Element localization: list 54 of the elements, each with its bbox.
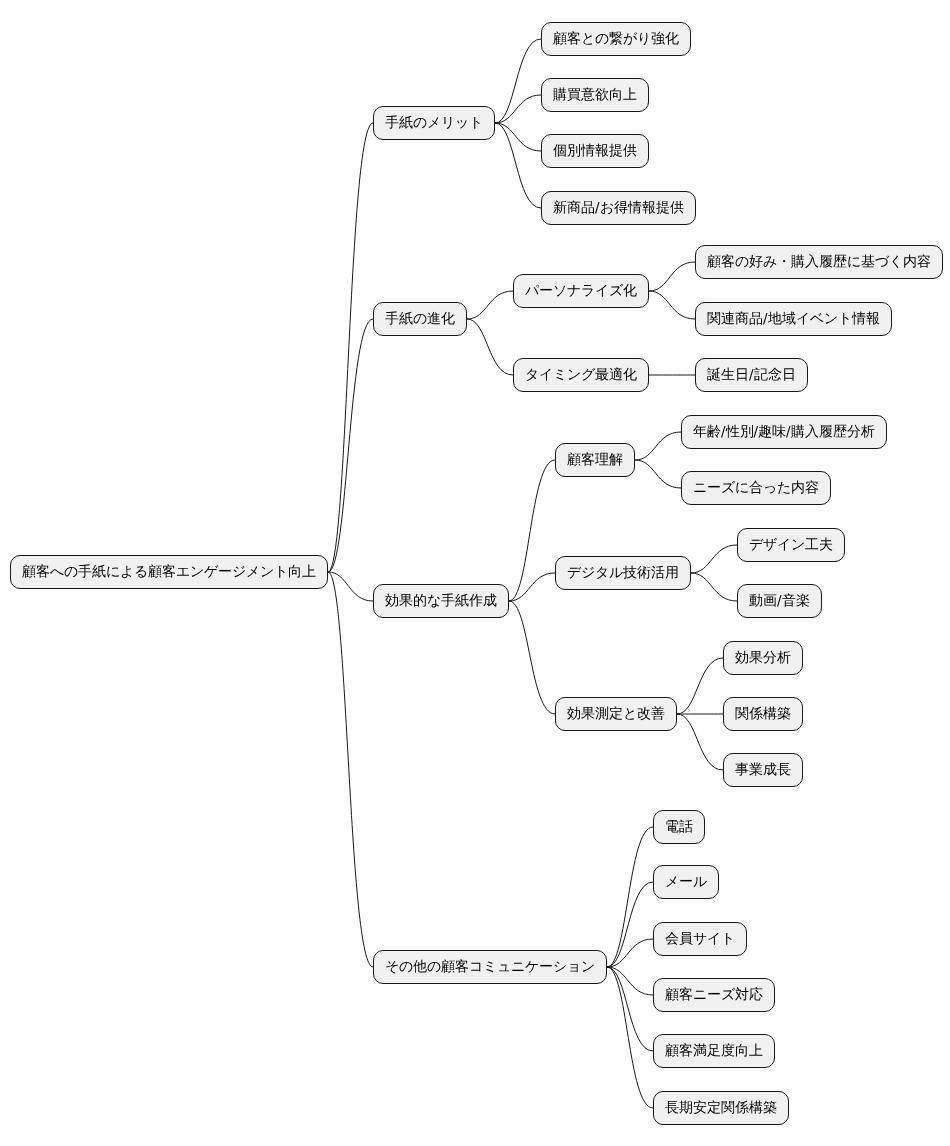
connector-line	[606, 826, 654, 968]
topic-box: 効果分析	[723, 641, 803, 675]
topic-box: 効果的な手紙作成	[373, 584, 509, 618]
connector-line	[494, 94, 542, 124]
topic-box: 年齢/性別/趣味/購入履歴分析	[681, 415, 887, 449]
topic-box: 新商品/お得情報提供	[541, 191, 696, 225]
connector-line	[327, 571, 374, 968]
topic-box: 長期安定関係構築	[653, 1091, 789, 1125]
connector-line	[466, 290, 514, 320]
connector-line	[494, 122, 542, 152]
connector-line	[634, 431, 682, 461]
connector-line	[606, 966, 654, 996]
topic-box: 関連商品/地域イベント情報	[695, 302, 892, 336]
topic-box: ニーズに合った内容	[681, 471, 831, 505]
connector-line	[466, 318, 514, 376]
topic-box: その他の顧客コミュニケーション	[373, 950, 607, 984]
topic-box: 顧客満足度向上	[653, 1034, 775, 1068]
topic-box: 関係構築	[723, 697, 803, 731]
topic-box: 顧客への手紙による顧客エンゲージメント向上	[10, 555, 328, 589]
connector-line	[494, 122, 542, 209]
topic-box: 事業成長	[723, 753, 803, 787]
connector-line	[634, 459, 682, 489]
connector-line	[676, 713, 724, 715]
connector-line	[508, 572, 556, 602]
topic-box: デザイン工夫	[737, 528, 845, 562]
topic-box: 効果測定と改善	[555, 697, 677, 731]
topic-box: タイミング最適化	[513, 358, 649, 392]
connector-line	[606, 966, 654, 1109]
connector-line	[690, 544, 738, 574]
topic-box: 顧客理解	[555, 443, 635, 477]
topic-box: 電話	[653, 810, 705, 844]
topic-box: 会員サイト	[653, 922, 747, 956]
connector-line	[508, 600, 556, 715]
connector-line	[648, 261, 696, 292]
topic-box: 顧客ニーズ対応	[653, 978, 775, 1012]
topic-box: 手紙のメリット	[373, 106, 495, 140]
topic-box: パーソナライズ化	[513, 274, 649, 308]
connector-line	[508, 459, 556, 602]
topic-box: 誕生日/記念日	[695, 358, 808, 392]
connector-line	[327, 122, 374, 573]
topic-box: 購買意欲向上	[541, 78, 649, 112]
connector-line	[690, 572, 738, 602]
topic-box: 顧客との繋がり強化	[541, 22, 691, 56]
connector-line	[327, 318, 374, 573]
topic-box: 顧客の好み・購入履歴に基づく内容	[695, 245, 943, 279]
connector-line	[676, 713, 724, 771]
topic-box: デジタル技術活用	[555, 556, 691, 590]
connector-line	[327, 571, 374, 602]
connector-line	[648, 374, 696, 376]
topic-box: 動画/音楽	[737, 584, 822, 618]
topic-box: メール	[653, 865, 719, 899]
topic-box: 手紙の進化	[373, 302, 467, 336]
topic-box: 個別情報提供	[541, 134, 649, 168]
connector-line	[648, 290, 696, 320]
